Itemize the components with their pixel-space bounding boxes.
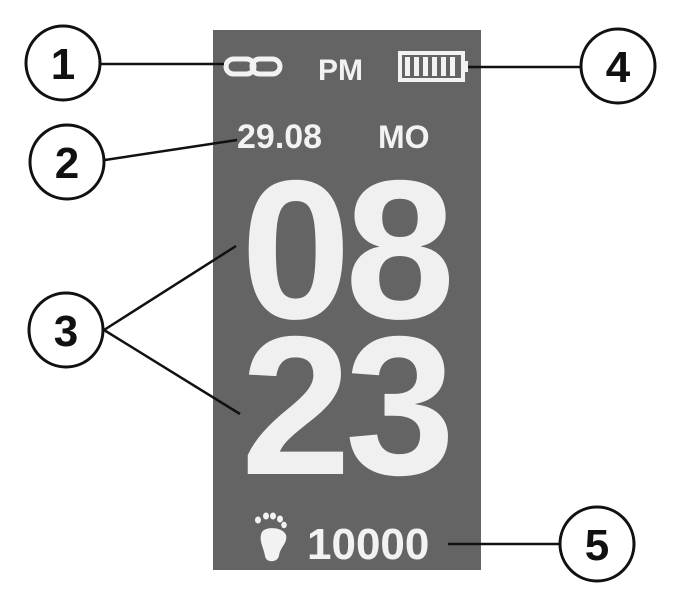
callout-1-label: 1 xyxy=(51,40,75,89)
callout-3-label: 3 xyxy=(54,307,78,356)
callout-3: 3 xyxy=(27,291,105,369)
weekday-label: MO xyxy=(378,119,430,155)
device-screen xyxy=(213,30,481,570)
link-icon xyxy=(223,56,283,77)
callout-4-label: 4 xyxy=(606,43,631,92)
steps-count: 10000 xyxy=(307,520,429,569)
callout-1: 1 xyxy=(24,24,102,102)
callout-4: 4 xyxy=(579,27,657,105)
callout-5-label: 5 xyxy=(585,521,609,570)
callout-5: 5 xyxy=(558,505,636,583)
callout-line-3a xyxy=(103,244,237,332)
callout-lines xyxy=(98,62,584,546)
callout-line-3b xyxy=(103,328,241,416)
callout-2: 2 xyxy=(28,123,106,201)
battery-icon xyxy=(398,51,468,82)
minutes-display: 23 xyxy=(241,295,449,516)
callout-line-2 xyxy=(104,138,238,162)
footprints-icon xyxy=(255,512,287,562)
callout-2-label: 2 xyxy=(55,139,79,188)
hours-display: 08 xyxy=(241,139,450,360)
date-label: 29.08 xyxy=(237,118,322,156)
ampm-label: PM xyxy=(318,54,363,87)
